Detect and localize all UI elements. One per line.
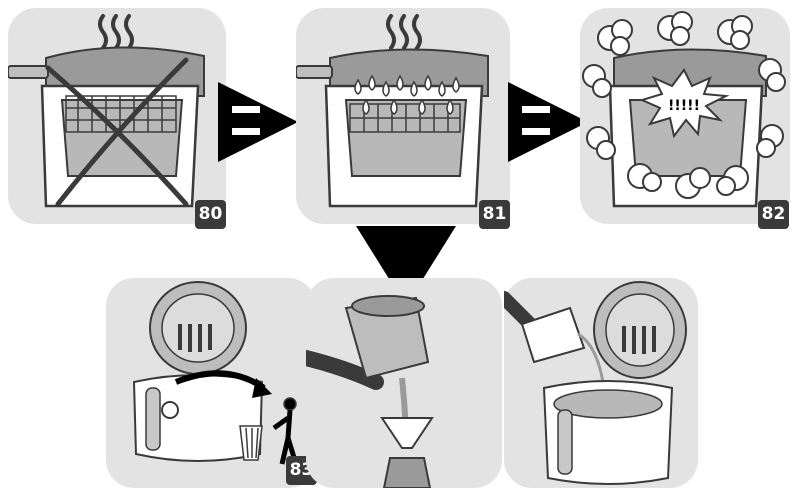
fryer-section-illustration <box>8 14 205 208</box>
fryer-splash-illustration: !!!!! <box>582 11 786 208</box>
jug-icon <box>344 295 430 380</box>
warning-text: !!!!! <box>668 98 700 114</box>
pour-oil-panel <box>306 278 502 488</box>
water-drops-icon <box>354 74 460 115</box>
figure-82-panel: !!!!! 82 <box>580 8 790 229</box>
explosion-burst <box>639 68 730 139</box>
figure-83-panel: 83 <box>106 278 317 488</box>
equals-arrow-2 <box>508 82 588 162</box>
steam-icon <box>98 14 134 50</box>
funnel-icon <box>380 417 434 488</box>
trash-bin-icon <box>239 397 299 465</box>
fryer-water-illustration <box>296 14 489 208</box>
figure-81-panel: 81 <box>296 8 510 229</box>
splash-cloud-icon <box>582 11 786 199</box>
figure-number-badge: 81 <box>479 200 510 229</box>
equals-arrow-1 <box>218 82 298 162</box>
figure-80-panel: 80 <box>8 8 226 229</box>
down-pointer-triangle <box>356 226 456 306</box>
fryer-dispose-illustration <box>132 281 299 465</box>
steam-icon <box>386 14 422 50</box>
refill-oil-panel <box>504 278 698 488</box>
cross-out-icon <box>45 57 189 207</box>
figure-number-badge: 80 <box>195 200 226 229</box>
pour-oil-illustration <box>306 295 434 488</box>
refill-oil-illustration <box>504 281 687 485</box>
figure-number-badge: 82 <box>758 200 789 229</box>
